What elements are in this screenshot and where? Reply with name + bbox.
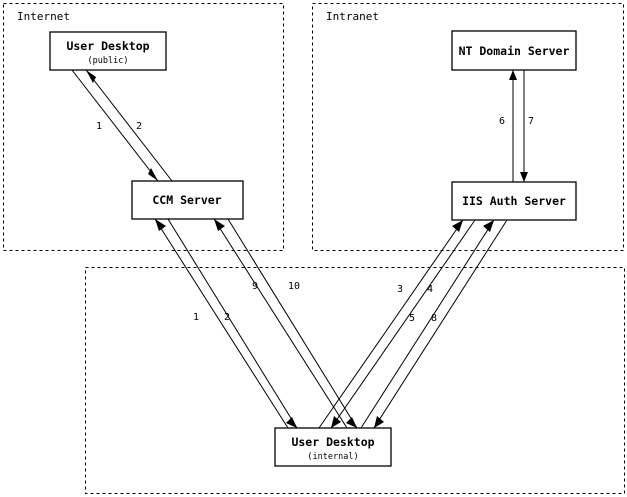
edge-label-6: 6 [499,116,505,127]
edge-2-arrowhead [86,70,96,83]
edge-9-internal-to-ccm [213,218,348,429]
node-user-desktop-public-title: User Desktop [66,39,149,53]
edge-2b-ccm-to-internal [167,218,298,429]
edge-label-5: 5 [409,313,415,324]
edge-label-9: 9 [252,281,258,292]
edge-5-internal-to-iis [360,219,495,429]
edge-8-arrowhead [374,416,384,428]
edge-5-arrowhead [483,220,494,232]
edge-label-2: 2 [136,121,142,132]
node-nt-domain-server-box[interactable] [451,30,577,71]
edge-2b-line [167,218,298,429]
edge-7-nt-to-iis [520,70,528,182]
zone-intranet-border [312,3,624,251]
edge-3-internal-to-iis [318,219,464,429]
edge-label-3: 3 [397,284,403,295]
node-user-desktop-internal-box[interactable] [274,427,392,467]
edge-label-10: 10 [288,281,300,292]
edge-2-line [85,69,173,182]
edge-1b-internal-to-ccm [154,218,289,429]
zone-internet: Internet [3,3,284,251]
edge-label-1b: 1 [193,312,199,323]
node-ccm-server[interactable]: CCM Server [131,180,244,220]
edge-10-arrowhead [346,417,357,428]
zone-internal-border [85,267,625,494]
node-iis-auth-server[interactable]: IIS Auth Server [451,181,577,221]
edge-4-iis-to-internal [330,219,476,429]
edge-6-iis-to-nt [509,70,517,182]
node-user-desktop-internal-title: User Desktop [291,435,374,449]
edge-4-arrowhead [331,416,341,428]
node-user-desktop-public-subtitle: (public) [88,56,129,66]
edge-8-iis-to-internal [373,219,508,429]
edge-1-public-to-ccm [71,69,159,182]
node-iis-auth-server-box[interactable] [451,181,577,221]
zone-intranet: Intranet [312,3,624,251]
edge-label-2b: 2 [224,312,230,323]
edge-8-line [373,219,508,429]
node-ccm-server-title: CCM Server [152,193,221,207]
edge-1-line [71,69,159,182]
edge-6-arrowhead [509,70,517,80]
edge-9-arrowhead [214,219,225,231]
edge-label-8: 8 [431,313,437,324]
edge-labels: 1 2 6 7 1 2 9 10 3 4 5 8 [96,116,534,324]
edge-1b-line [154,218,289,429]
node-nt-domain-server-title: NT Domain Server [459,44,570,58]
edge-10-ccm-to-internal [227,218,358,429]
node-user-desktop-internal[interactable]: User Desktop (internal) [274,427,392,467]
edge-3-arrowhead [452,220,463,232]
node-ccm-server-box[interactable] [131,180,244,220]
edge-10-line [227,218,358,429]
edge-2-ccm-to-public [85,69,173,182]
edge-3-line [318,219,464,429]
node-iis-auth-server-title: IIS Auth Server [462,194,566,208]
zone-internet-label: Internet [17,10,70,23]
node-user-desktop-public-box[interactable] [49,31,167,71]
edge-label-4: 4 [427,284,433,295]
edge-1-arrowhead [148,168,158,181]
edge-label-7: 7 [528,116,534,127]
edge-1b-arrowhead [155,219,166,231]
zone-internet-border [3,3,284,251]
node-nt-domain-server[interactable]: NT Domain Server [451,30,577,71]
zone-intranet-label: Intranet [326,10,379,23]
edge-2b-arrowhead [286,417,297,428]
zone-internal [85,267,625,494]
node-user-desktop-internal-subtitle: (internal) [307,452,358,462]
edge-7-arrowhead [520,172,528,182]
edge-label-1: 1 [96,121,102,132]
edge-4-line [330,219,476,429]
node-user-desktop-public[interactable]: User Desktop (public) [49,31,167,71]
edge-9-line [213,218,348,429]
edge-5-line [360,219,495,429]
